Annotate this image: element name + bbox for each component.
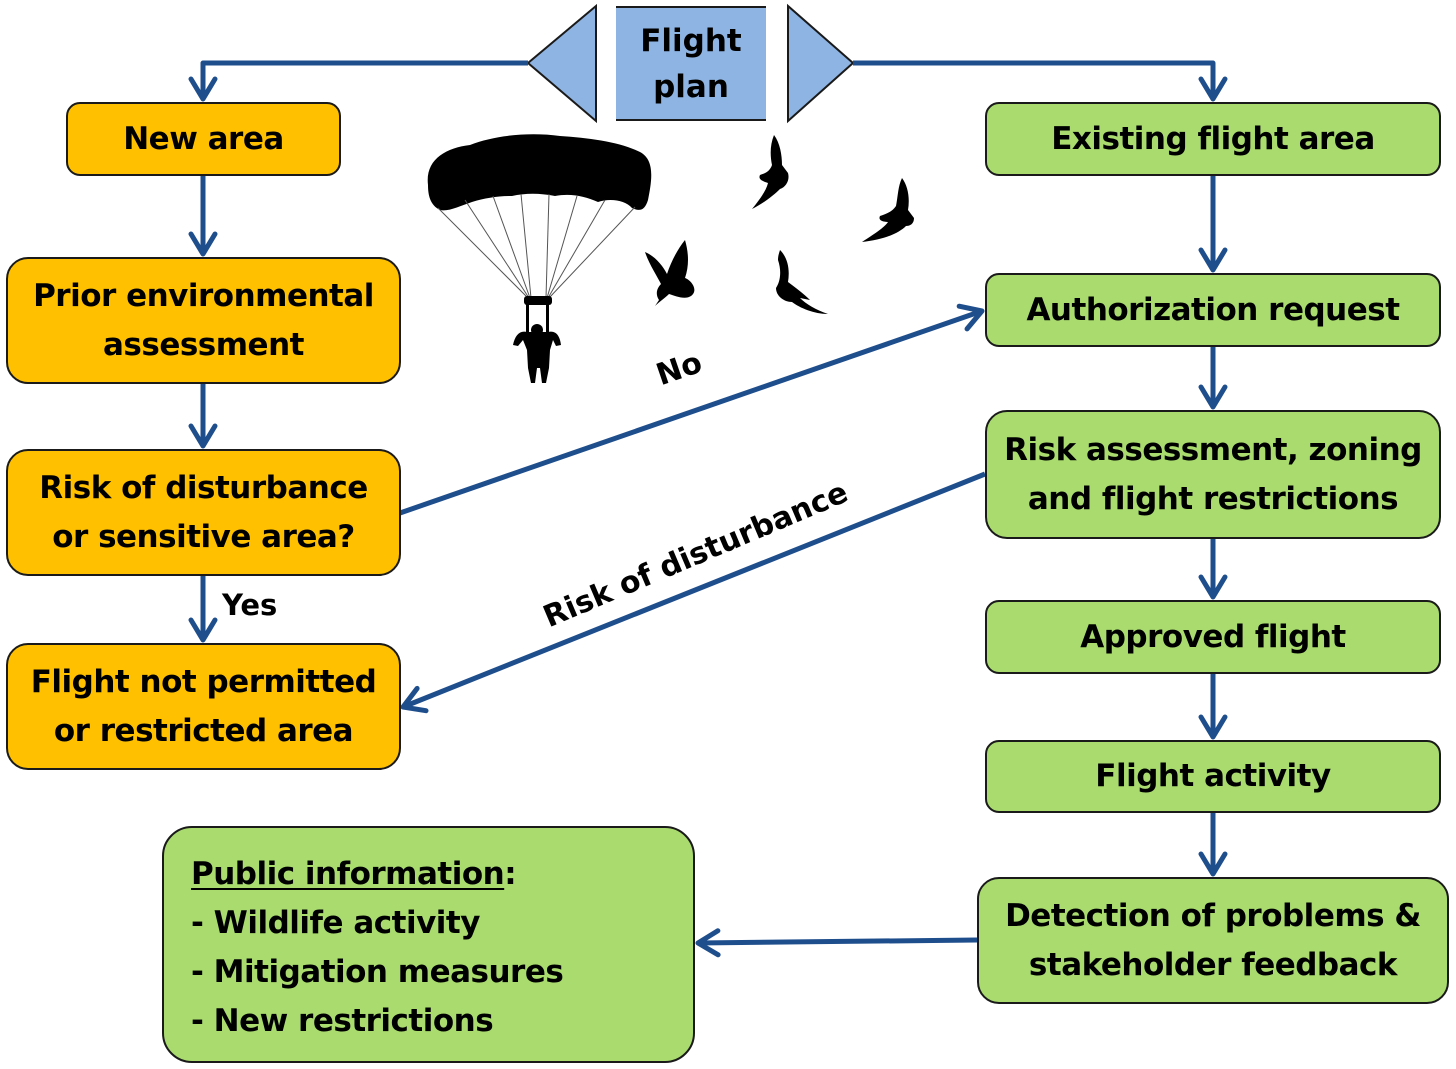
flight-plan-node: Flight plan	[616, 6, 766, 121]
node-label: New area	[123, 120, 284, 157]
node-activity: Flight activity	[985, 740, 1441, 813]
edge-detection-to-public	[695, 928, 978, 958]
node-public-information: Public information: - Wildlife activity …	[162, 826, 695, 1063]
node-label: Prior environmental assessment	[33, 277, 374, 363]
bird-icon	[645, 240, 695, 306]
node-label: Risk assessment, zoning and flight restr…	[1004, 431, 1422, 517]
node-label: Flight activity	[1095, 758, 1331, 794]
edge-no-to-authorization	[399, 303, 985, 516]
node-detection: Detection of problems & stakeholder feed…	[977, 877, 1449, 1004]
paraglider-icon	[427, 134, 652, 383]
public-info-item: - Mitigation measures	[191, 954, 564, 990]
node-label: Existing flight area	[1051, 120, 1375, 157]
node-risk-question: Risk of disturbance or sensitive area?	[6, 449, 401, 576]
public-info-title: Public information:	[191, 856, 517, 892]
node-not-permitted: Flight not permitted or restricted area	[6, 643, 401, 770]
node-label: Approved flight	[1080, 618, 1346, 655]
edge-plan-to-existing-area	[853, 60, 1228, 102]
public-info-item: - New restrictions	[191, 1003, 494, 1039]
node-existing-area: Existing flight area	[985, 102, 1441, 176]
edge-label-yes: Yes	[222, 588, 278, 622]
bird-icon	[776, 250, 828, 314]
bird-icon	[752, 135, 789, 209]
bird-icon	[862, 178, 914, 242]
node-authorization: Authorization request	[985, 273, 1441, 347]
edge-risk-to-not-permitted	[400, 471, 986, 714]
public-info-item: - Wildlife activity	[191, 905, 480, 941]
node-label: Risk of disturbance or sensitive area?	[39, 469, 368, 555]
flight-plan-left-arrow	[526, 3, 597, 124]
node-label: Detection of problems & stakeholder feed…	[1005, 897, 1421, 983]
edge-plan-to-new-area	[188, 60, 528, 102]
node-prior-assessment: Prior environmental assessment	[6, 257, 401, 384]
node-approved: Approved flight	[985, 600, 1441, 674]
node-label: Flight not permitted or restricted area	[30, 663, 377, 749]
flight-plan-right-arrow	[787, 3, 855, 124]
node-new-area: New area	[66, 102, 341, 176]
node-risk-assessment: Risk assessment, zoning and flight restr…	[985, 410, 1441, 539]
node-label: Authorization request	[1026, 291, 1400, 328]
